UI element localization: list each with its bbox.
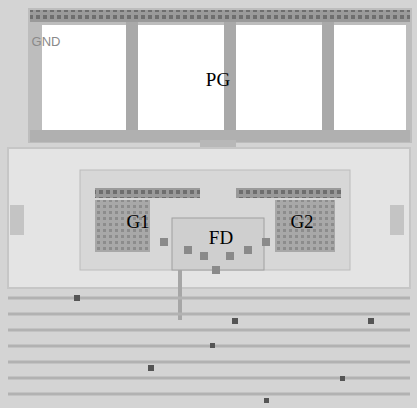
region-label: PG xyxy=(206,70,230,91)
region-label: G1 xyxy=(126,212,149,233)
region-label: FD xyxy=(209,228,233,249)
region-label: GND xyxy=(32,35,61,49)
region-label: G2 xyxy=(290,212,313,233)
